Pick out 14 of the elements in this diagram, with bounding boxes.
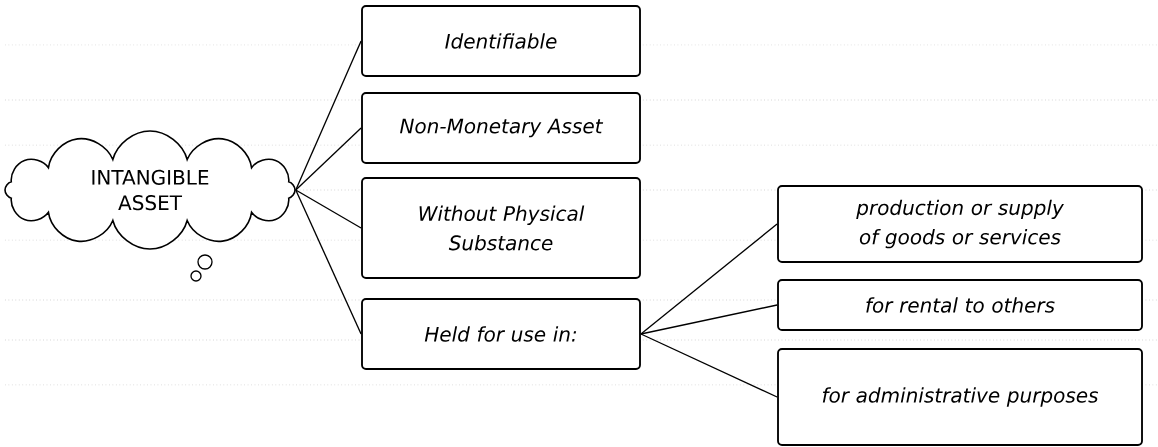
text-box: Non-Monetary Asset bbox=[361, 92, 641, 164]
text-box: for rental to others bbox=[777, 279, 1143, 331]
text-box: Without Physical Substance bbox=[361, 177, 641, 279]
connector-line bbox=[640, 223, 778, 335]
connector-line bbox=[295, 40, 362, 191]
text-box: Identifiable bbox=[361, 5, 641, 77]
text-box: production or supply of goods or services bbox=[777, 185, 1143, 263]
connector-line bbox=[295, 127, 362, 191]
text-box: Held for use in: bbox=[361, 298, 641, 370]
connector-line bbox=[295, 189, 362, 229]
text-box: for administrative purposes bbox=[777, 348, 1143, 446]
connector-line bbox=[640, 333, 778, 398]
connector-line bbox=[295, 189, 362, 335]
connector-line bbox=[640, 304, 778, 335]
